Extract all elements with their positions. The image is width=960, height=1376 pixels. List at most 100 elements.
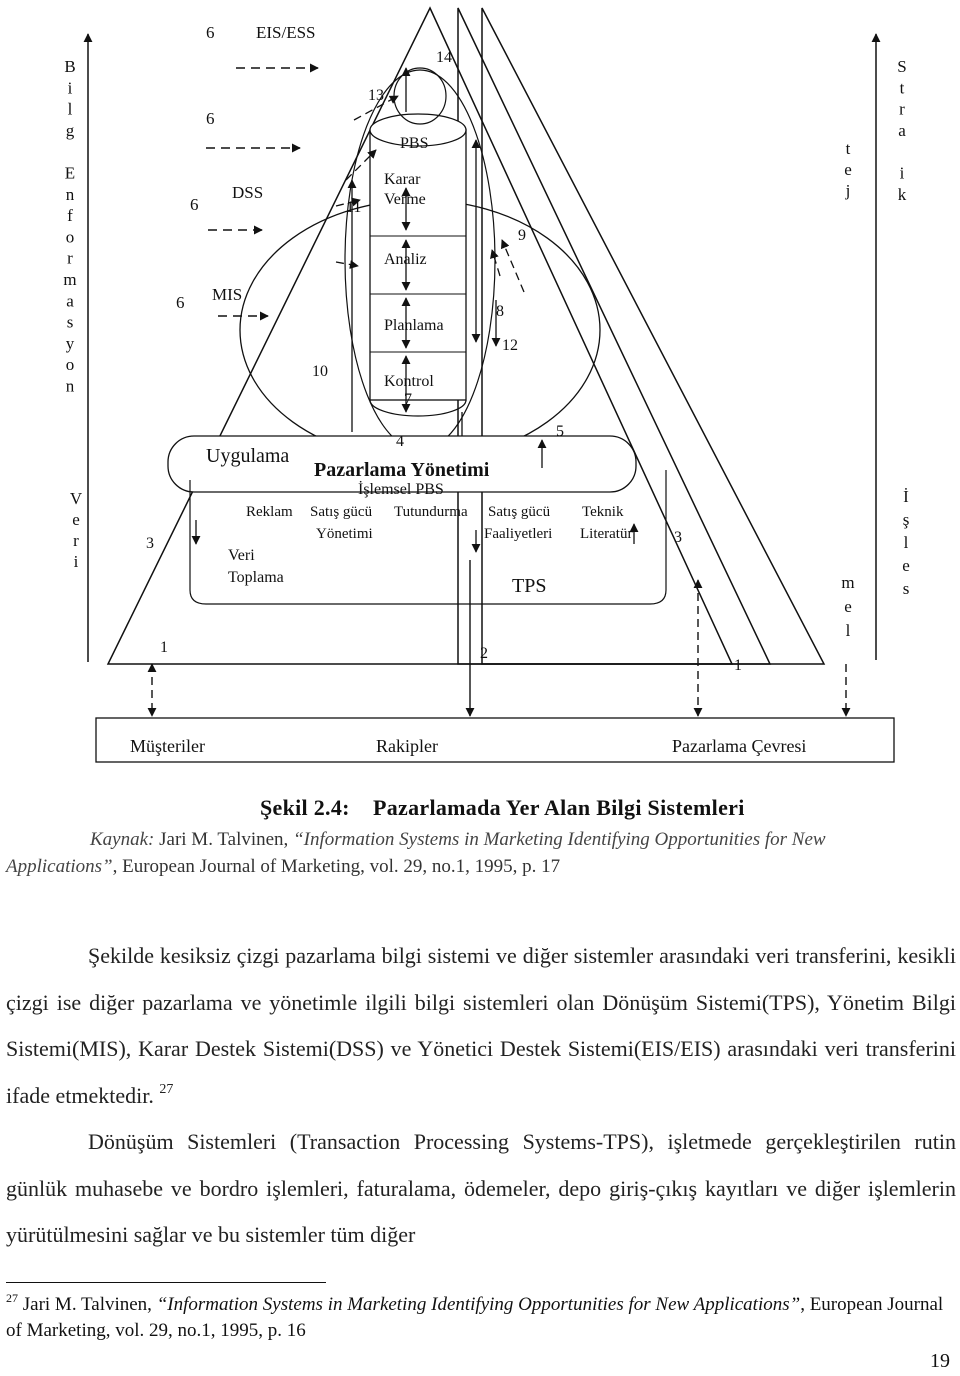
- label-tps: TPS: [512, 575, 546, 597]
- footnote-ref-27[interactable]: 27: [159, 1081, 174, 1097]
- num-1a: 1: [160, 639, 168, 656]
- right-axis-col1-lower: mel: [841, 573, 854, 640]
- num-7: 7: [404, 391, 412, 408]
- num-1b: 1: [734, 657, 742, 674]
- num-10: 10: [312, 363, 328, 380]
- left-upper-char: i: [68, 78, 73, 97]
- footnote-27: 27 Jari M. Talvinen, “Information System…: [6, 1292, 956, 1344]
- env-pazarlama-cevresi: Pazarlama Çevresi: [672, 736, 806, 756]
- uygulama-box: [167, 435, 637, 493]
- label-satis-gucu: Satış gücü: [310, 504, 373, 520]
- num-12: 12: [502, 337, 518, 354]
- caption-source: Kaynak: Jari M. Talvinen, “Information S…: [6, 826, 936, 880]
- label-analiz: Analiz: [384, 251, 427, 268]
- num-6a: 6: [206, 23, 215, 42]
- footnote-author: Jari M. Talvinen,: [22, 1294, 152, 1315]
- env-rakipler: Rakipler: [376, 736, 438, 756]
- left-upper-char: n: [66, 185, 75, 204]
- label-literatur: Literatür: [580, 526, 632, 542]
- page-number: 19: [930, 1350, 950, 1372]
- paragraph-2-text: Dönüşüm Sistemleri (Transaction Processi…: [6, 1129, 956, 1247]
- footnote-number: 27: [6, 1291, 18, 1305]
- left-upper-char: g: [66, 121, 75, 140]
- label-mis: MIS: [212, 285, 242, 304]
- main-triangle: [106, 6, 734, 665]
- num-6b: 6: [206, 109, 215, 128]
- env-musteriler: Müşteriler: [130, 736, 205, 756]
- pbs-cylinder-body: [369, 129, 467, 401]
- right-c1u-char: t: [846, 139, 851, 158]
- label-veri: Veri: [228, 547, 255, 564]
- left-upper-char: m: [63, 270, 76, 289]
- left-upper-char: o: [66, 227, 75, 246]
- source-work: “Information Systems in Marketing Identi…: [6, 829, 826, 877]
- label-pazarlama-yonetimi: Pazarlama Yönetimi: [314, 459, 490, 481]
- label-yonetimi: Yönetimi: [316, 526, 373, 542]
- label-verme: Verme: [384, 191, 426, 208]
- label-tutundurma: Tutundurma: [394, 504, 468, 520]
- right-c2l-char: l: [904, 533, 909, 552]
- label-toplama: Toplama: [228, 569, 284, 586]
- right-c2u-char: a: [898, 121, 906, 140]
- caption-title: Pazarlamada Yer Alan Bilgi Sistemleri: [373, 795, 745, 820]
- right-c1l-char: m: [841, 573, 854, 592]
- left-lower-char: r: [73, 531, 79, 550]
- pbs-cylinder-bottom: [369, 399, 467, 417]
- num-13: 13: [368, 87, 384, 104]
- right-c2u-char: r: [899, 100, 905, 119]
- paragraph-1-text: Şekilde kesiksiz çizgi pazarlama bilgi s…: [6, 943, 956, 1108]
- label-pbs: PBS: [400, 135, 428, 152]
- left-upper-char: a: [66, 291, 74, 310]
- num-11: 11: [346, 199, 361, 216]
- source-rest: , European Journal of Marketing, vol. 29…: [112, 856, 561, 877]
- num-2: 2: [480, 645, 488, 662]
- label-reklam: Reklam: [246, 504, 293, 520]
- num-6d: 6: [176, 293, 185, 312]
- right-c2l-char: İ: [903, 487, 909, 506]
- label-islemsel-pbs: İşlemsel PBS: [358, 480, 444, 498]
- right-c1u-char: j: [845, 181, 851, 200]
- num-14: 14: [436, 49, 452, 66]
- num-8: 8: [496, 303, 504, 320]
- left-upper-char: o: [66, 355, 75, 374]
- right-c2l-char: ş: [903, 510, 910, 529]
- label-eis: EIS/ESS: [256, 23, 316, 42]
- label-uygulama: Uygulama: [206, 445, 289, 467]
- operational-region: [189, 470, 667, 605]
- label-karar: Karar: [384, 171, 421, 188]
- label-teknik: Teknik: [582, 504, 624, 520]
- left-upper-char: s: [67, 313, 74, 332]
- label-dss: DSS: [232, 183, 263, 202]
- left-upper-char: y: [66, 334, 75, 353]
- right-c1l-char: l: [846, 621, 851, 640]
- right-c2u-char: t: [900, 78, 905, 97]
- right-c2l-char: s: [903, 579, 910, 598]
- left-lower-char: i: [74, 552, 79, 571]
- left-upper-char: B: [64, 57, 75, 76]
- outer-triangle-2: [457, 7, 772, 665]
- label-faaliyetleri: Faaliyetleri: [484, 526, 552, 542]
- source-label: Kaynak:: [90, 829, 155, 850]
- num-6c: 6: [190, 195, 199, 214]
- num-3a: 3: [146, 535, 154, 552]
- num-4: 4: [396, 433, 404, 450]
- footnote-work: “Information Systems in Marketing Identi…: [156, 1294, 801, 1315]
- left-upper-char: l: [68, 100, 73, 119]
- source-author: Jari M. Talvinen,: [159, 829, 289, 850]
- outer-triangle-3: [481, 7, 826, 665]
- footnote-divider: [6, 1282, 326, 1283]
- label-satis-gucu-2: Satış gücü: [488, 504, 551, 520]
- body-paragraph-1: Şekilde kesiksiz çizgi pazarlama bilgi s…: [6, 933, 956, 1119]
- right-c1l-char: e: [844, 597, 852, 616]
- environment-box: [95, 717, 895, 763]
- footnote-rest: , European Journal of Marketing, vol. 29…: [6, 1294, 944, 1341]
- body-paragraph-2: Dönüşüm Sistemleri (Transaction Processi…: [6, 1119, 956, 1259]
- left-axis-lower-label: Veri: [70, 489, 83, 571]
- left-upper-char: E: [65, 164, 75, 183]
- right-axis-col1-upper: tej: [844, 139, 852, 200]
- left-lower-char: V: [70, 489, 83, 508]
- label-planlama: Planlama: [384, 317, 444, 334]
